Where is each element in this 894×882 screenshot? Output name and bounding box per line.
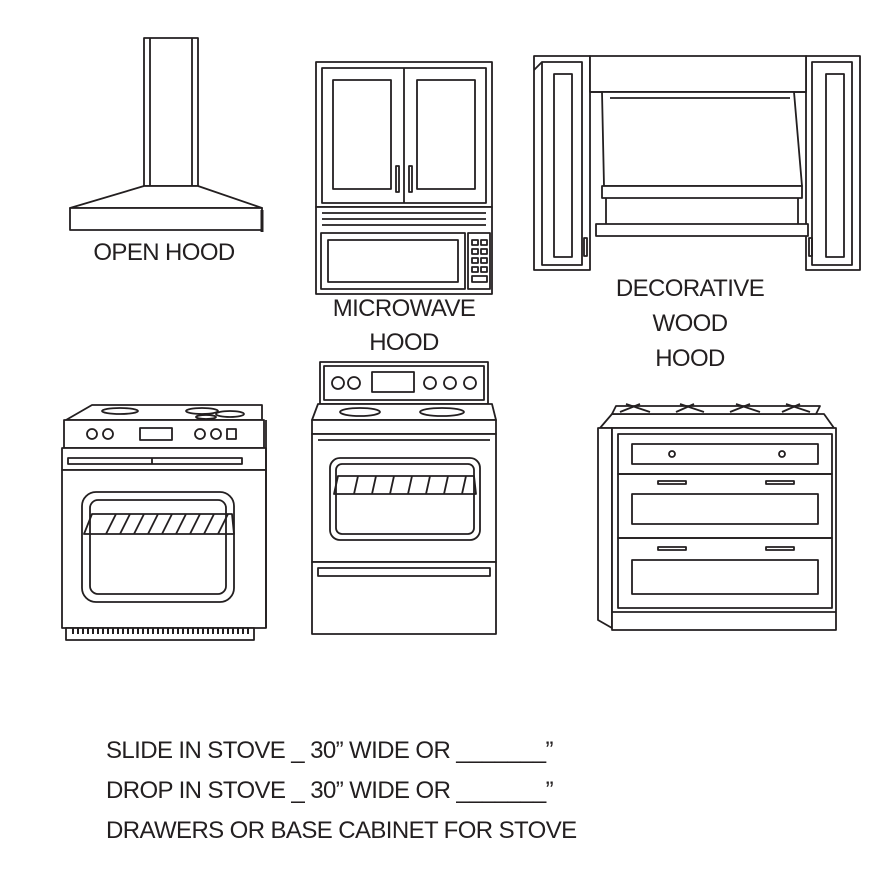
open-hood-label: OPEN HOOD [93,239,235,266]
open-hood-illustration [70,38,262,232]
decorative-hood-label-line1: DECORATIVE [615,275,765,302]
drawer-base-cabinet-illustration [598,404,836,630]
decorative-hood-label-line2: WOOD [652,310,729,337]
slide-in-stove-note: SLIDE IN STOVE _ 30” WIDE OR _______” [106,737,553,764]
microwave-hood-illustration [316,62,492,294]
drawer-base-note: DRAWERS OR BASE CABINET FOR STOVE [106,817,577,844]
drop-in-stove-note: DROP IN STOVE _ 30” WIDE OR _______” [106,777,554,804]
range-stove-illustration [312,362,496,634]
decorative-hood-label-line3: HOOD [655,345,725,372]
slide-in-stove-illustration [62,405,266,640]
microwave-hood-label-line1: MICROWAVE [332,295,476,322]
microwave-hood-label-line2: HOOD [369,329,439,356]
decorative-hood-illustration [534,56,860,270]
